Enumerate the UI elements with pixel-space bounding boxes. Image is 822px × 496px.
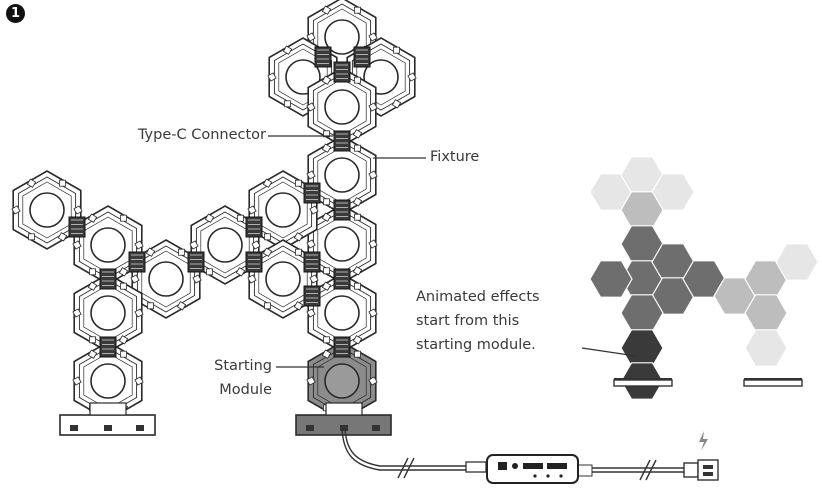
module-left-bottom bbox=[72, 341, 144, 421]
remote-controller-icon bbox=[486, 454, 579, 484]
right-left-base bbox=[613, 378, 673, 387]
lamp-circle bbox=[324, 19, 360, 55]
type-c-connector bbox=[303, 285, 321, 307]
type-c-connector bbox=[314, 46, 332, 68]
animated-effects-label-line2: start from this bbox=[416, 313, 520, 329]
lamp-circle bbox=[324, 363, 360, 399]
type-c-connector bbox=[333, 199, 351, 221]
lamp-circle bbox=[265, 192, 301, 228]
callout-lines bbox=[268, 135, 637, 368]
lamp-circle bbox=[90, 227, 126, 263]
type-c-connector bbox=[99, 268, 117, 290]
type-c-connector bbox=[333, 130, 351, 152]
usb-cable-icon bbox=[341, 424, 684, 481]
lit-hexagon bbox=[744, 329, 788, 367]
module-stem-1 bbox=[306, 135, 378, 215]
lit-hexagon bbox=[775, 243, 819, 281]
type-c-connector-label: Type-C Connector bbox=[137, 127, 266, 143]
type-c-connector bbox=[68, 216, 86, 238]
starting-module-label-line2: Module bbox=[219, 382, 272, 398]
lamp-circle bbox=[324, 226, 360, 262]
module-mid-lower bbox=[247, 239, 319, 319]
module-mid-upper bbox=[247, 170, 319, 250]
right-lit-hexagon-assembly bbox=[589, 156, 819, 400]
module-left-center bbox=[72, 205, 144, 285]
left-hexagon-assembly bbox=[11, 0, 417, 436]
lamp-circle bbox=[148, 261, 184, 297]
starting-module-label-line1: Starting bbox=[214, 358, 272, 374]
lit-hexagon bbox=[589, 260, 633, 298]
lamp-circle bbox=[90, 363, 126, 399]
type-c-connector bbox=[128, 251, 146, 273]
lamp-circle bbox=[265, 261, 301, 297]
right-stand bbox=[295, 402, 392, 436]
lamp-circle bbox=[324, 157, 360, 193]
lamp-circle bbox=[207, 227, 243, 263]
type-c-connector bbox=[333, 268, 351, 290]
module-far-left bbox=[11, 170, 83, 250]
animated-effects-label-line1: Animated effects bbox=[416, 289, 540, 305]
type-c-connector bbox=[333, 61, 351, 83]
type-c-connector bbox=[245, 216, 263, 238]
usb-plug-icon bbox=[683, 459, 719, 481]
type-c-connector bbox=[245, 251, 263, 273]
left-stand bbox=[59, 402, 156, 436]
module-bridge bbox=[189, 205, 261, 285]
type-c-connector bbox=[187, 251, 205, 273]
type-c-connector bbox=[333, 336, 351, 358]
right-right-base bbox=[743, 378, 803, 387]
module-left-lower bbox=[72, 273, 144, 353]
type-c-connector bbox=[353, 46, 371, 68]
lamp-circle bbox=[90, 295, 126, 331]
type-c-connector bbox=[303, 251, 321, 273]
animated-effects-label-line3: starting module. bbox=[416, 337, 536, 353]
lightning-icon bbox=[699, 431, 708, 451]
type-c-connector bbox=[99, 336, 117, 358]
lamp-circle bbox=[324, 89, 360, 125]
lamp-circle bbox=[29, 192, 65, 228]
type-c-connector bbox=[303, 182, 321, 204]
module-bridge-low bbox=[130, 239, 202, 319]
lit-hexagon bbox=[620, 329, 664, 367]
lamp-circle bbox=[324, 295, 360, 331]
step-number-badge: 1 bbox=[6, 4, 25, 23]
fixture-label: Fixture bbox=[430, 149, 480, 165]
